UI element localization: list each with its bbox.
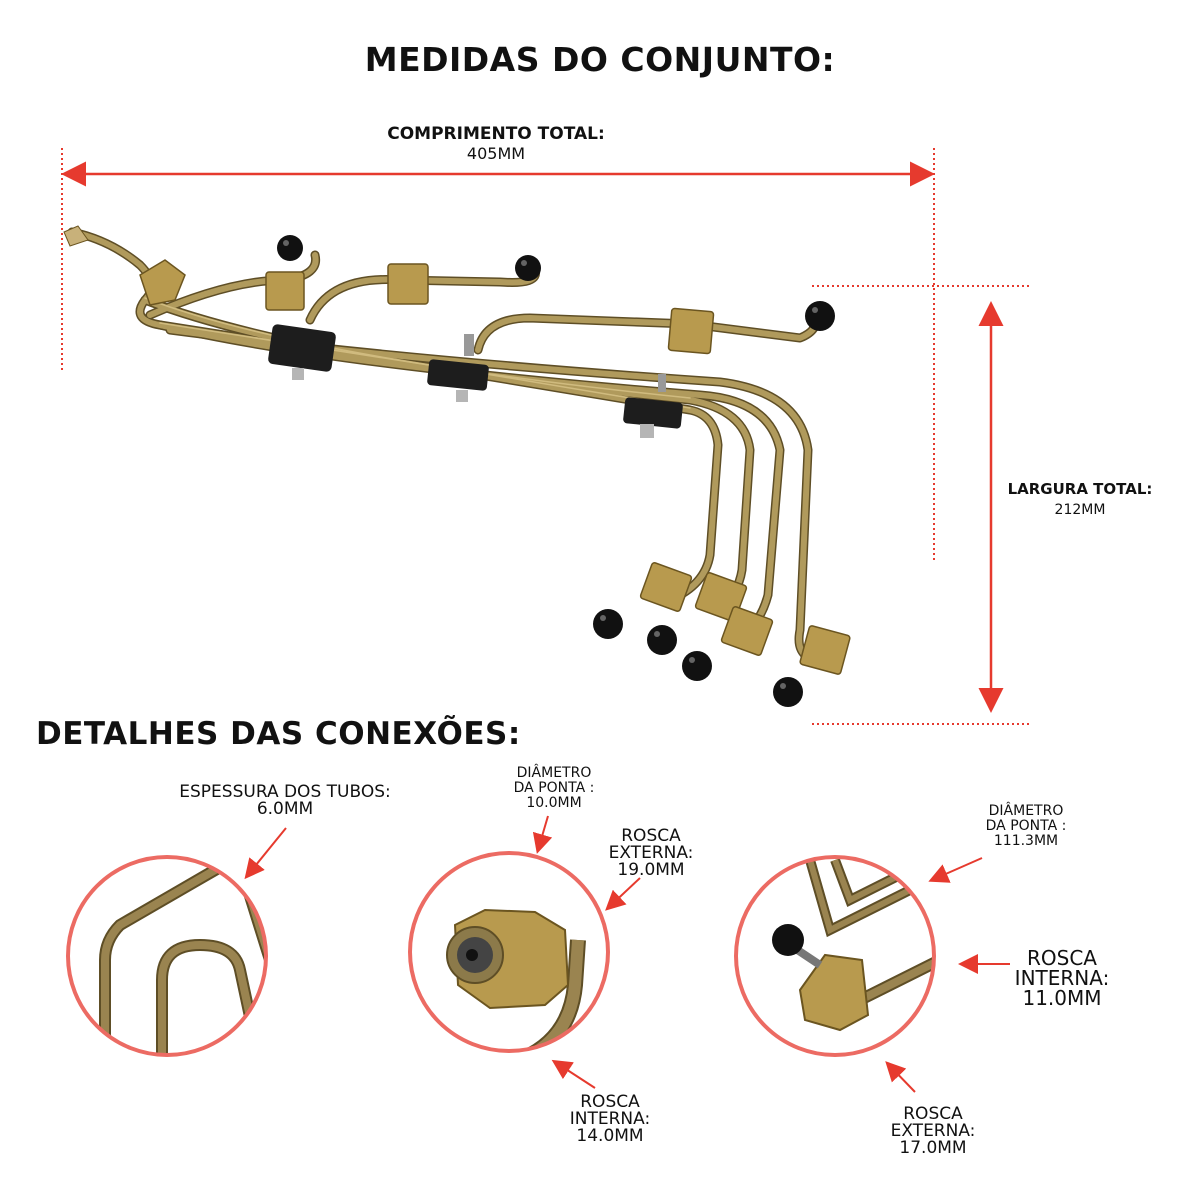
tip-diameter-2-line1: DIÂMETRO — [988, 803, 1064, 819]
page-title: MEDIDAS DO CONJUNTO: — [364, 40, 836, 79]
pipe-clamps — [268, 324, 683, 438]
protective-caps — [277, 235, 835, 707]
width-value: 212MM — [1054, 502, 1106, 518]
tube-thickness-caption: ESPESSURA DOS TUBOS: — [179, 782, 391, 802]
tip-diameter-label: DIÂMETRO DA PONTA : 10.0MM — [494, 766, 614, 811]
external-thread-2-line1: ROSCA — [903, 1104, 963, 1124]
length-label-block: COMPRIMENTO TOTAL: 405MM — [346, 124, 646, 163]
length-value: 405MM — [466, 144, 526, 163]
tip-diameter-2-line2: DA PONTA : — [985, 818, 1067, 834]
internal-thread-line1: ROSCA — [580, 1092, 640, 1112]
width-dimension — [812, 285, 1032, 725]
length-label: COMPRIMENTO TOTAL: — [387, 124, 605, 144]
internal-thread-2-line1: ROSCA — [1027, 946, 1097, 970]
external-thread-value: 19.0MM — [617, 860, 685, 880]
external-thread-2-value: 17.0MM — [899, 1138, 967, 1158]
internal-thread-label-2: ROSCA INTERNA: 11.0MM — [1002, 948, 1122, 1008]
width-label-block: LARGURA TOTAL: 212MM — [990, 480, 1170, 518]
tip-diameter-2-value: 111.3MM — [993, 833, 1059, 849]
detail-cap-nut — [734, 855, 1010, 1093]
internal-thread-line2: INTERNA: — [569, 1109, 651, 1129]
detail-tube-thickness — [66, 827, 287, 1057]
external-thread-line2: EXTERNA: — [608, 843, 694, 863]
external-thread-2-line2: EXTERNA: — [890, 1121, 976, 1141]
internal-thread-value: 14.0MM — [576, 1126, 644, 1146]
external-thread-label: ROSCA EXTERNA: 19.0MM — [586, 828, 716, 879]
tube-thickness-label: ESPESSURA DOS TUBOS: 6.0MM — [150, 784, 420, 818]
pipe-tip — [63, 225, 89, 247]
detail-nut-front — [408, 815, 641, 1089]
brass-nuts — [139, 259, 851, 675]
tip-diameter-line1: DIÂMETRO — [516, 765, 592, 781]
tip-diameter-label-2: DIÂMETRO DA PONTA : 111.3MM — [966, 804, 1086, 849]
details-title: DETALHES DAS CONEXÕES: — [36, 716, 521, 752]
internal-thread-2-value: 11.0MM — [1022, 986, 1102, 1010]
internal-thread-label: ROSCA INTERNA: 14.0MM — [550, 1094, 670, 1145]
length-dimension — [61, 148, 935, 560]
external-thread-label-2: ROSCA EXTERNA: 17.0MM — [868, 1106, 998, 1157]
tube-thickness-value: 6.0MM — [256, 799, 314, 819]
tip-diameter-value: 10.0MM — [526, 795, 582, 811]
width-label: LARGURA TOTAL: — [1007, 480, 1153, 498]
internal-thread-2-line2: INTERNA: — [1014, 966, 1110, 990]
external-thread-line1: ROSCA — [621, 826, 681, 846]
tip-diameter-line2: DA PONTA : — [513, 780, 595, 796]
